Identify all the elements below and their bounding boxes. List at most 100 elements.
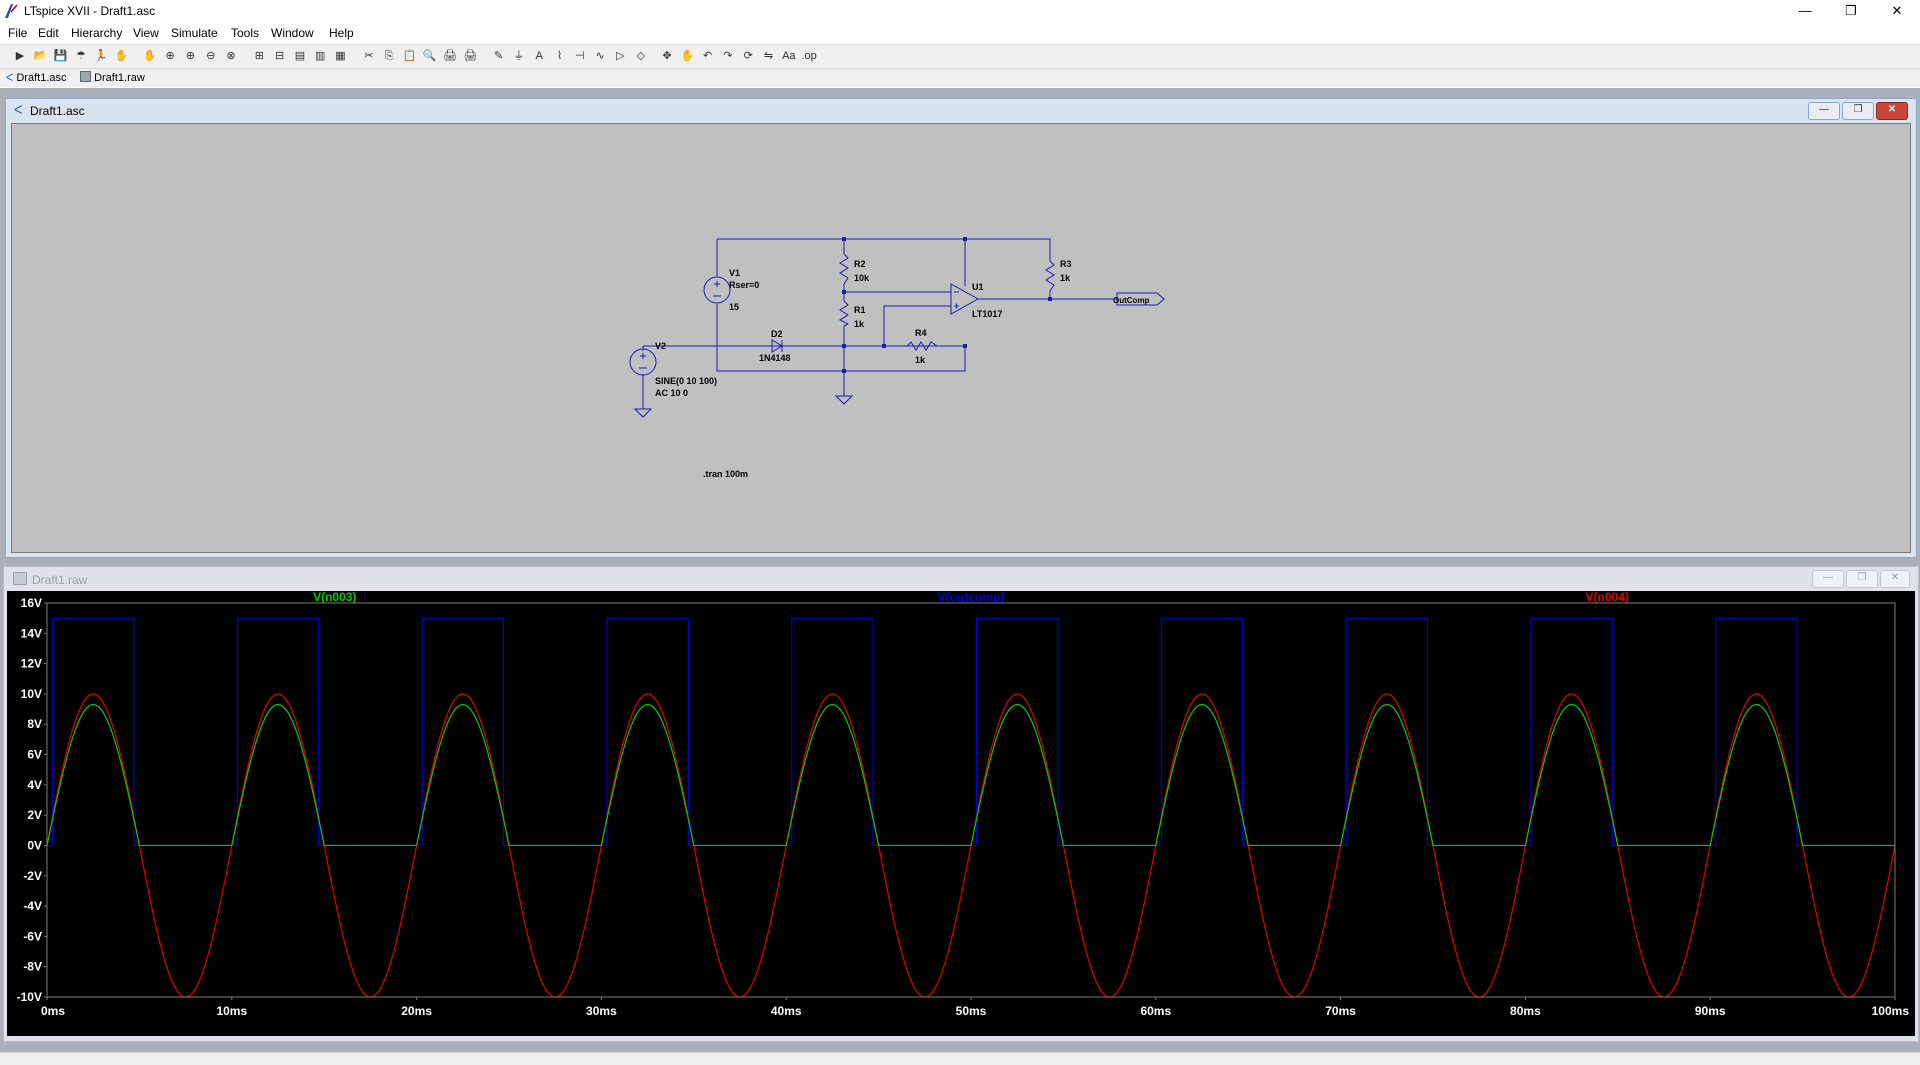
cascade-icon[interactable]: ▥: [314, 50, 326, 62]
pan-icon[interactable]: ✋: [142, 50, 157, 62]
diode-icon[interactable]: ▷: [616, 50, 625, 62]
cut-icon[interactable]: ✂: [364, 50, 374, 62]
rotate-icon[interactable]: ⟳: [743, 50, 753, 62]
menu-edit[interactable]: Edit: [38, 26, 59, 40]
legend-vn003[interactable]: V(n003): [313, 590, 356, 604]
schematic-canvas[interactable]: V1 Rser=0 15 V2 SINE(0 10 100) AC 10 0 D…: [11, 123, 1911, 553]
waveform-restore-button[interactable]: ❐: [1846, 570, 1878, 588]
tile-horizontal-icon[interactable]: ▤: [294, 50, 306, 62]
y-tick-label: 16V: [21, 596, 42, 610]
tile-vertical-icon[interactable]: ▦: [335, 50, 346, 62]
spice-directive-icon[interactable]: .op: [801, 50, 817, 62]
x-tick-label: 90ms: [1695, 1004, 1726, 1018]
menu-view[interactable]: View: [133, 26, 159, 40]
spice-directive-tran[interactable]: .tran 100m: [703, 469, 748, 479]
capacitor-icon[interactable]: ⊣: [575, 50, 585, 62]
v1-name-label: V1: [729, 268, 740, 278]
halt-icon[interactable]: ✋: [114, 50, 129, 62]
x-tick-label: 100ms: [1872, 1004, 1910, 1018]
v1-value-label: 15: [729, 302, 739, 312]
d2-value-label: 1N4148: [759, 353, 791, 363]
menu-simulate[interactable]: Simulate: [171, 26, 218, 40]
toolbar: ▶ 📂 💾 ☂ 🏃 ✋ ✋ ⊕ ⊕ ⊖ ⊗ ⊞ ⊟ ▤ ▥ ▦ ✂ ⎘ 📋 🔍 🖨 🖨 ✎ ⏚ A ⌇ ⊣ ∿ ▷ ◇ ✥ ✋ ↶ ↷ ⟳ ⇋ Aa .o…: [0, 44, 1920, 69]
plot-frame: [46, 602, 1896, 998]
paste-icon[interactable]: 📋: [402, 50, 417, 62]
trace-voutcomp[interactable]: [47, 617, 1895, 847]
schematic-restore-button[interactable]: ❐: [1842, 102, 1874, 120]
menu-tools[interactable]: Tools: [231, 26, 260, 40]
x-tick-label: 10ms: [216, 1004, 247, 1018]
menu-window[interactable]: Window: [271, 26, 314, 40]
minimize-button[interactable]: —: [1798, 3, 1812, 18]
text-icon[interactable]: Aa: [782, 50, 796, 62]
print-preview-icon[interactable]: 🖨: [463, 50, 478, 62]
restore-icon[interactable]: ⊟: [274, 50, 285, 62]
waveform-icon: [13, 572, 27, 585]
print-icon[interactable]: 🖨: [443, 50, 457, 62]
schematic-window: ᐸ Draft1.asc — ❐ ✕: [5, 98, 1917, 558]
close-button[interactable]: ✕: [1891, 3, 1903, 18]
maximize-button[interactable]: ❐: [1845, 3, 1857, 18]
waveform-tab-icon: [80, 71, 91, 82]
y-tick-label: 14V: [21, 626, 42, 640]
legend-voutcomp[interactable]: V(outcomp): [938, 590, 1005, 604]
y-tick-label: 4V: [27, 778, 42, 792]
menu-hierarchy[interactable]: Hierarchy: [71, 26, 123, 40]
r2-name-label: R2: [854, 259, 866, 269]
x-tick-label: 70ms: [1325, 1004, 1356, 1018]
mirror-icon[interactable]: ⇋: [763, 50, 774, 62]
x-tick-label: 60ms: [1140, 1004, 1171, 1018]
u1-value-label: LT1017: [972, 309, 1002, 319]
zoom-in-icon[interactable]: ⊕: [165, 50, 175, 62]
schematic-minimize-button[interactable]: —: [1808, 102, 1840, 120]
label-net-icon[interactable]: A: [535, 50, 543, 62]
control-panel-icon[interactable]: ☂: [75, 50, 86, 62]
tab-draft1-asc[interactable]: ᐸ Draft1.asc: [6, 71, 67, 86]
window-title: LTspice XVII - Draft1.asc: [24, 4, 156, 18]
wire-icon[interactable]: ✎: [493, 50, 504, 62]
zoom-fit-icon[interactable]: ⊗: [226, 50, 236, 62]
v2-value-label: SINE(0 10 100): [655, 376, 717, 386]
net-label-outcomp[interactable]: OutComp: [1113, 296, 1150, 305]
zoom-out-icon[interactable]: ⊖: [206, 50, 216, 62]
trace-vn003[interactable]: [46, 703, 1895, 847]
run-icon[interactable]: 🏃: [94, 50, 109, 62]
inductor-icon[interactable]: ∿: [595, 50, 605, 62]
menu-file[interactable]: File: [8, 26, 28, 40]
zoom-full-icon[interactable]: ⊕: [185, 50, 195, 62]
ground-icon[interactable]: ⏚: [513, 50, 525, 62]
r3-name-label: R3: [1060, 259, 1072, 269]
waveform-window-titlebar[interactable]: Draft1.raw — ❐ ✕: [4, 567, 1918, 589]
y-tick-label: 6V: [27, 748, 42, 762]
schematic-drawing[interactable]: V1 Rser=0 15 V2 SINE(0 10 100) AC 10 0 D…: [12, 124, 1910, 552]
r3-value-label: 1k: [1060, 273, 1071, 283]
v2-ac-label: AC 10 0: [655, 388, 688, 398]
component-icon[interactable]: ◇: [636, 50, 645, 62]
x-tick-label: 80ms: [1510, 1004, 1541, 1018]
y-tick-label: 10V: [21, 687, 42, 701]
legend-vn004[interactable]: V(n004): [1586, 590, 1629, 604]
y-tick-label: -2V: [23, 869, 42, 883]
waveform-minimize-button[interactable]: —: [1812, 570, 1844, 588]
redo-icon[interactable]: ↷: [723, 50, 733, 62]
undo-icon[interactable]: ↶: [702, 50, 713, 62]
copy-icon[interactable]: ⎘: [384, 50, 394, 62]
waveform-close-button[interactable]: ✕: [1880, 570, 1910, 588]
resistor-icon[interactable]: ⌇: [556, 50, 563, 62]
schematic-window-titlebar[interactable]: ᐸ Draft1.asc — ❐ ✕: [6, 99, 1916, 121]
autorange-icon[interactable]: ⊞: [254, 50, 264, 62]
new-schematic-icon[interactable]: ▶: [15, 50, 25, 62]
open-icon[interactable]: 📂: [33, 50, 48, 62]
menu-help[interactable]: Help: [329, 26, 354, 40]
x-tick-label: 50ms: [956, 1004, 987, 1018]
move-icon[interactable]: ✥: [662, 50, 672, 62]
y-tick-label: -6V: [23, 929, 42, 943]
schematic-close-button[interactable]: ✕: [1876, 102, 1908, 120]
save-icon[interactable]: 💾: [53, 50, 68, 62]
y-tick-label: 12V: [21, 657, 42, 671]
tab-draft1-raw[interactable]: Draft1.raw: [80, 71, 145, 86]
drag-icon[interactable]: ✋: [680, 50, 695, 62]
find-icon[interactable]: 🔍: [422, 50, 437, 62]
